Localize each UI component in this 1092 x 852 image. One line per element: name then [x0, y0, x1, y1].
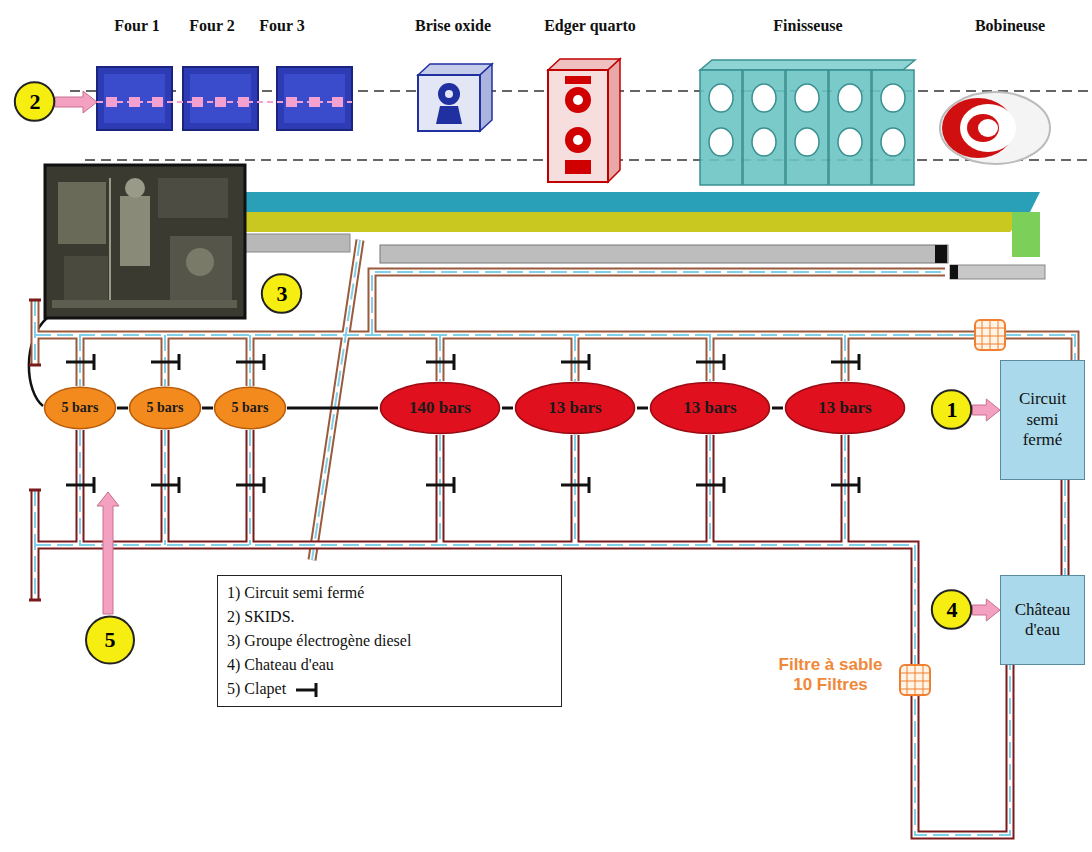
legend-row: 5) Clapet: [227, 677, 552, 701]
machine-label: Four 3: [247, 16, 317, 35]
pump-skid: 13 bars: [783, 381, 907, 435]
legend-text: 5) Clapet: [227, 677, 286, 701]
pump-skid: 5 bars: [128, 386, 202, 430]
tank-box: Circuit semi fermé: [1000, 360, 1085, 480]
generator-photo: [45, 165, 245, 318]
pump-link: [637, 407, 648, 410]
pipe-end-cap: [29, 300, 41, 600]
pump-skid: 13 bars: [513, 381, 637, 435]
machine-label: Four 2: [177, 16, 247, 35]
box-label: Circuit semi fermé: [1005, 389, 1080, 450]
legend-text: 1) Circuit semi fermé: [227, 581, 364, 605]
pressure-label: 13 bars: [683, 398, 736, 418]
machine-label: Bobineuse: [950, 16, 1070, 35]
machine-label: Finisseuse: [748, 16, 868, 35]
finishing-stands: [700, 60, 915, 185]
callout-number: 4: [946, 598, 957, 622]
pump-link: [287, 407, 378, 410]
roller-table: [245, 192, 1045, 279]
pump-skid: 140 bars: [378, 381, 502, 435]
legend-row: 4) Chateau d'eau: [227, 653, 552, 677]
pump-link: [502, 407, 513, 410]
furnace: [97, 67, 352, 130]
coiler: [940, 92, 1050, 164]
pump-skid: 5 bars: [43, 386, 117, 430]
machine-label: Edger quarto: [525, 16, 655, 35]
sand-filter: [900, 320, 1005, 695]
pump-link: [117, 407, 128, 410]
callout-number: 5: [105, 628, 116, 652]
edger-stand: [548, 59, 620, 182]
pressure-label: 5 bars: [62, 400, 99, 416]
pressure-label: 5 bars: [232, 400, 269, 416]
pressure-label: 5 bars: [147, 400, 184, 416]
descaler-stand: [418, 64, 492, 131]
callout-number: 2: [29, 90, 40, 114]
pump-link: [772, 407, 783, 410]
pump-link: [202, 407, 213, 410]
legend-text: 2) SKIDS.: [227, 605, 295, 629]
callout-number: 2: [14, 81, 55, 122]
legend-text: 4) Chateau d'eau: [227, 653, 334, 677]
pressure-label: 140 bars: [409, 398, 471, 418]
machine-label: Brise oxide: [393, 16, 513, 35]
filter-note: Filtre à sable 10 Filtres: [768, 655, 893, 695]
pressure-label: 13 bars: [548, 398, 601, 418]
legend-row: 2) SKIDS.: [227, 605, 552, 629]
tank-box: Château d'eau: [1000, 575, 1085, 665]
pump-skid: 5 bars: [213, 386, 287, 430]
callout-number: 1: [931, 389, 972, 430]
callout-arrow: [55, 91, 119, 614]
callout-number: 1: [946, 398, 957, 422]
machine-label: Four 1: [102, 16, 172, 35]
valve-symbol: [294, 680, 320, 698]
legend-row: 3) Groupe électrogène diesel: [227, 629, 552, 653]
box-label: Château d'eau: [1005, 600, 1080, 641]
return-pipe: [35, 240, 1075, 560]
callout-number: 5: [85, 615, 135, 665]
callout-number: 4: [931, 589, 972, 630]
callout-number: 3: [276, 282, 287, 306]
legend-box: 1) Circuit semi fermé2) SKIDS.3) Groupe …: [217, 575, 562, 707]
supply-pipe: [35, 430, 1065, 835]
pump-skid: 13 bars: [648, 381, 772, 435]
callout-arrow: [973, 399, 1001, 421]
valve-symbol: [66, 354, 859, 493]
pressure-label: 13 bars: [818, 398, 871, 418]
callout-arrow: [973, 599, 1001, 621]
legend-text: 3) Groupe électrogène diesel: [227, 629, 411, 653]
callout-number: 3: [261, 273, 302, 314]
legend-row: 1) Circuit semi fermé: [227, 581, 552, 605]
